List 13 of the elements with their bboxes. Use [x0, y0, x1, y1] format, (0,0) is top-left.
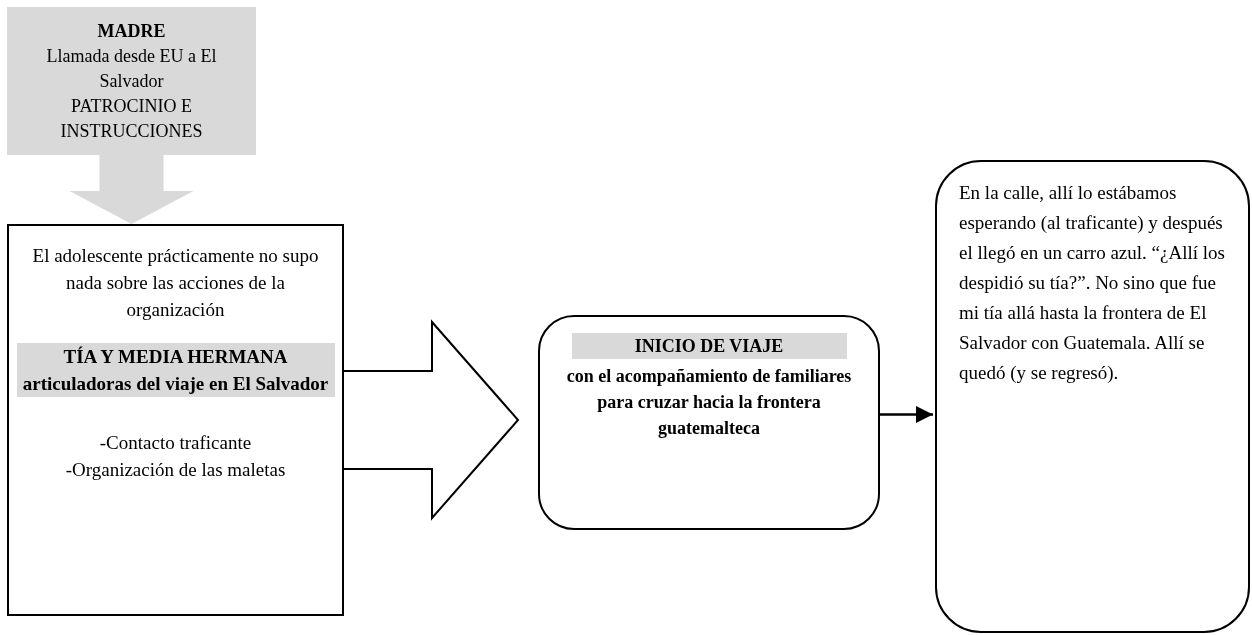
block-arrow — [69, 155, 194, 224]
quote-box: En la calle, allí lo estábamos esperando (al traficante) y después el llegó en un carro azul. “¿Allí los despidió su tía?”. No sino que fue mi tía allá hasta la frontera de El Salvador con Guatemala. Allí se quedó (y se regresó). — [935, 160, 1250, 633]
node-text: -Contacto traficante — [99, 431, 252, 455]
node-text: -Organización de las maletas — [65, 458, 286, 482]
highlight-band: INICIO DE VIAJE — [571, 333, 847, 359]
highlight-band: TÍA Y MEDIA HERMANA articuladoras del viaje en El Salvador — [16, 343, 335, 397]
node-text: El adolescente prácticamente no supo nada sobre las acciones de la organización — [31, 244, 320, 322]
node-text: con el acompañamiento de familiares para cruzar hacia la frontera guatemalteca — [565, 365, 853, 440]
node-text: PATROCINIO E INSTRUCCIONES — [59, 94, 204, 143]
block-arrow — [343, 319, 520, 521]
node-text: Llamada desde EU a El Salvador — [45, 44, 218, 93]
node-text: MADRE — [97, 19, 166, 43]
arrow — [880, 405, 933, 424]
